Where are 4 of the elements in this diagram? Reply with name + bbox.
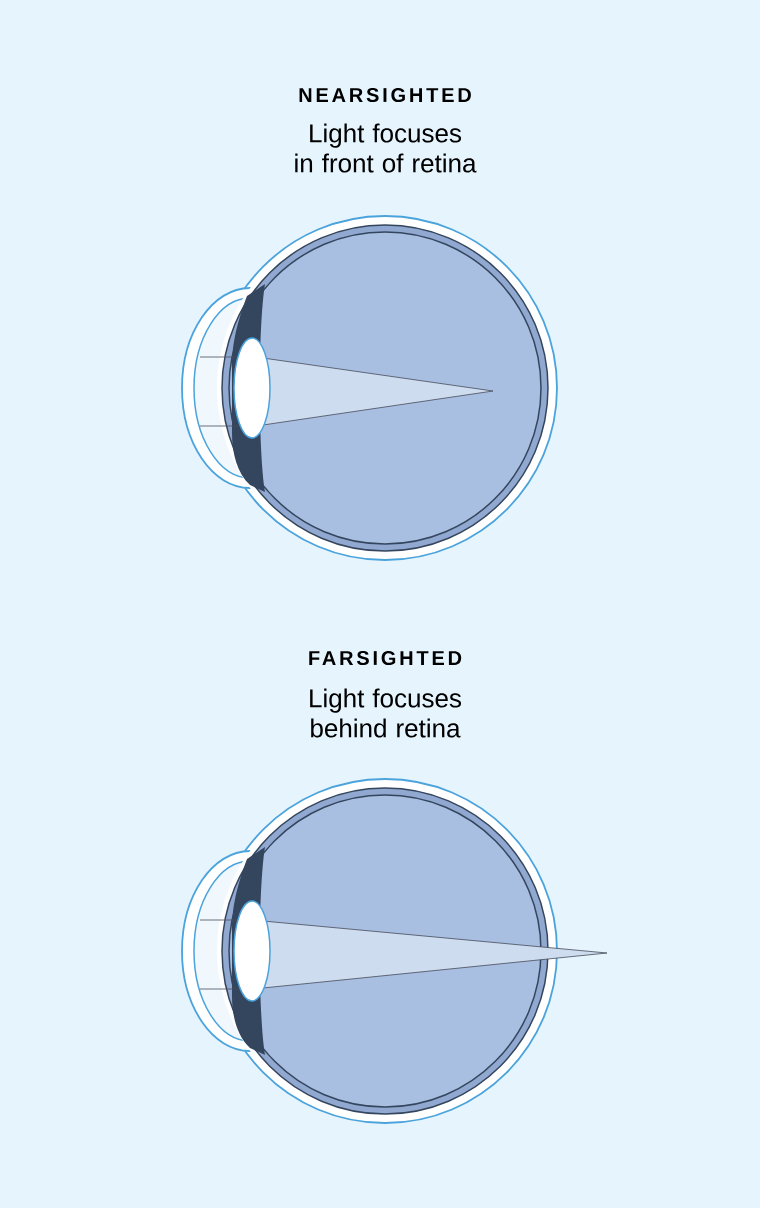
heading: FARSIGHTED bbox=[309, 650, 462, 666]
description-text: Light focuses in front of retina bbox=[295, 123, 477, 173]
description-text: Light focuses behind retina bbox=[310, 688, 461, 738]
heading: NEARSIGHTED bbox=[299, 87, 471, 103]
